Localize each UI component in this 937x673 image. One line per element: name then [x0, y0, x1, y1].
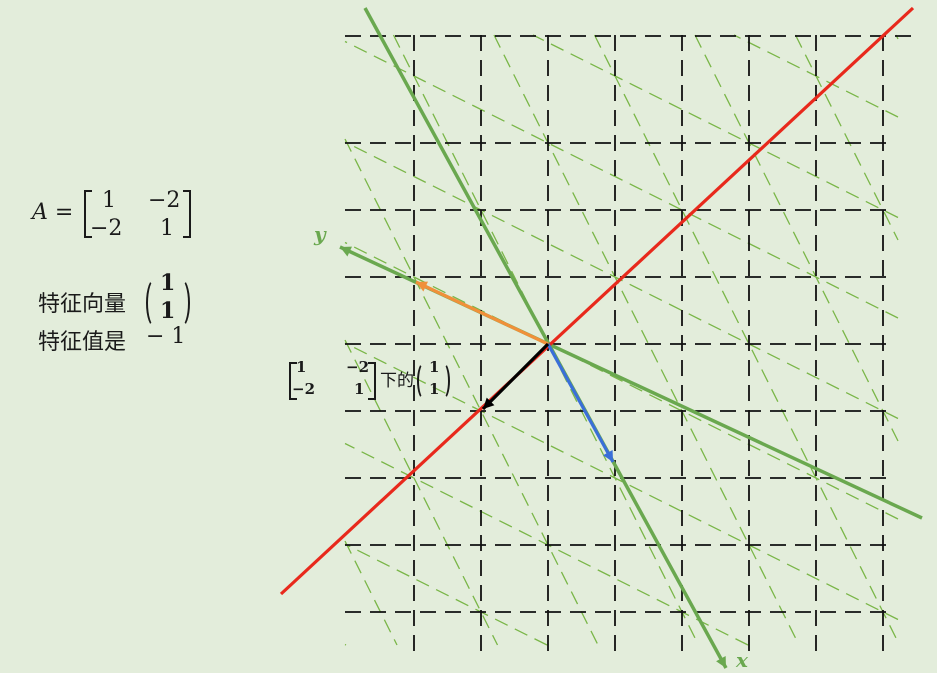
- annotation-left-bracket: [289, 362, 297, 400]
- eigenvector-line: [279, 6, 915, 596]
- transformed-grid-line: [344, 40, 899, 319]
- annotation-vector-right-paren: [436, 362, 450, 400]
- basis-y-image-vector: [415, 280, 549, 346]
- eigenvector-label: 特征向量: [38, 292, 127, 317]
- transformed-grid-line: [344, 540, 398, 646]
- eigenvector-v1: 1: [160, 270, 176, 296]
- vectors: [415, 280, 615, 463]
- matrix-a12: −2: [148, 188, 181, 213]
- matrix-a11: 1: [102, 188, 116, 213]
- transformed-grid-line: [694, 34, 899, 442]
- annotation-m21: −2: [292, 380, 316, 398]
- annotation-middle-text: 下的: [380, 371, 414, 391]
- transformed-grid-line: [493, 34, 800, 646]
- annotation-m22: 1: [354, 380, 365, 398]
- eigenvector-image-vector-arrowhead: [483, 397, 495, 409]
- matrix-a21: −2: [90, 216, 123, 241]
- eigenvalue: − 1: [146, 324, 186, 349]
- basis-x-image-vector: [546, 343, 615, 463]
- transformed-grid-line: [344, 138, 599, 646]
- eigenvector-span-line: [279, 6, 915, 596]
- transformed-grid-line: [344, 543, 548, 646]
- y-axis-arrowhead: [340, 246, 352, 257]
- eigenvector-right-paren: [172, 278, 190, 328]
- transformed-grid-line: [593, 34, 899, 643]
- transformed-grid-line: [344, 643, 347, 646]
- annotation-right-bracket: [368, 362, 376, 400]
- annotation-vector-left-paren: [417, 362, 431, 400]
- annotation-v2: 1: [429, 380, 440, 398]
- transformed-axes: [339, 7, 923, 669]
- transformed-x-axis: [363, 7, 728, 669]
- x-axis-arrowhead: [716, 656, 726, 668]
- eigenvalue-label: 特征值是: [38, 330, 127, 355]
- eigenvector-left-paren: [146, 278, 164, 328]
- matrix-a22: 1: [160, 216, 174, 241]
- standard-grid: [345, 35, 918, 655]
- x-axis-label: x: [736, 648, 748, 672]
- annotation-m12: −2: [346, 358, 370, 376]
- annotation-v1: 1: [429, 358, 440, 376]
- basis-y-image-vector-arrowhead: [416, 281, 428, 292]
- matrix-left-bracket: [84, 190, 92, 238]
- basis-x-image-vector-arrowhead: [603, 450, 613, 462]
- transformed-grid-line: [344, 339, 499, 646]
- transformed-grid-line: [532, 34, 899, 219]
- eigenvector-image-vector: [481, 342, 550, 411]
- annotation-m11: 1: [296, 358, 307, 376]
- y-axis-label: y: [314, 222, 326, 246]
- transformed-grid-line: [344, 241, 899, 520]
- transformed-grid-line: [794, 34, 899, 241]
- matrix-right-bracket: [183, 190, 191, 238]
- matrix-label: A =: [32, 200, 74, 225]
